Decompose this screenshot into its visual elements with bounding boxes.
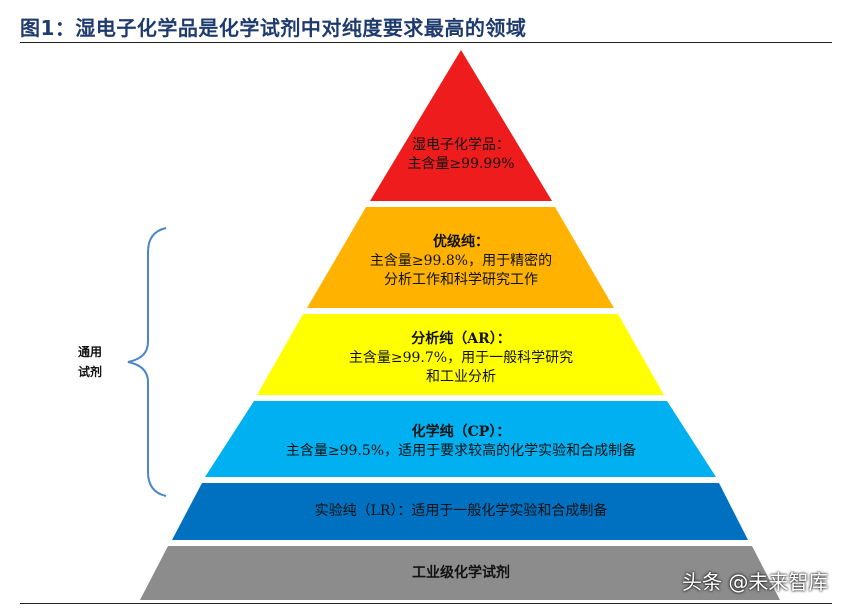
tier-4-chemically-pure: [205, 401, 716, 477]
bracket-label-line-1: 通用: [77, 345, 102, 359]
tier-3-line-3: 和工业分析: [426, 369, 496, 385]
tier-4-line-2: 主含量≥99.5%，适用于要求较高的化学实验和合成制备: [285, 443, 637, 459]
bracket-label-line-2: 试剂: [77, 365, 102, 379]
tier-4-heading: 化学纯（CP）：: [411, 424, 511, 440]
tier-2-line-3: 分析工作和科学研究工作: [384, 272, 538, 288]
tier-6-heading: 工业级化学试剂: [412, 565, 510, 581]
tier-3-label: 分析纯（AR）： 主含量≥99.7%，用于一般科学研究 和工业分析: [349, 330, 573, 387]
tier-1-line-2: 主含量≥99.99%: [407, 156, 515, 172]
curly-brace-icon: [127, 227, 167, 497]
tier-1-label: 湿电子化学品： 主含量≥99.99%: [407, 136, 514, 174]
tier-5-line-1: 实验纯（LR）：适用于一般化学实验和合成制备: [314, 503, 608, 519]
top-rule: [20, 42, 832, 43]
tier-2-label: 优级纯： 主含量≥99.8%，用于精密的 分析工作和科学研究工作: [370, 233, 552, 290]
tier-4-label: 化学纯（CP）： 主含量≥99.5%，适用于要求较高的化学实验和合成制备: [286, 423, 636, 461]
tier-6-industrial-grade: [140, 546, 780, 600]
bottom-rule: [20, 603, 832, 604]
general-reagents-label: 通用 试剂: [70, 342, 110, 382]
tier-3-line-2: 主含量≥99.7%，用于一般科学研究: [348, 350, 574, 366]
tier-5-label: 实验纯（LR）：适用于一般化学实验和合成制备: [315, 502, 608, 521]
tier-2-line-2: 主含量≥99.8%，用于精密的: [369, 253, 553, 269]
tier-6-label: 工业级化学试剂: [412, 564, 510, 583]
tier-2-heading: 优级纯：: [433, 234, 489, 250]
tier-3-heading: 分析纯（AR）：: [411, 331, 511, 347]
tier-3-analytical-reagent: [257, 314, 664, 395]
watermark: 头条 @未来智库: [682, 570, 829, 594]
figure-title: 图1：湿电子化学品是化学试剂中对纯度要求最高的领域: [20, 16, 527, 40]
tier-5-laboratory-reagent: [172, 483, 748, 540]
tier-1-wet-electronic-chemicals: [370, 50, 552, 201]
tier-1-heading: 湿电子化学品：: [412, 137, 510, 153]
tier-2-guaranteed-reagent: [307, 207, 614, 308]
